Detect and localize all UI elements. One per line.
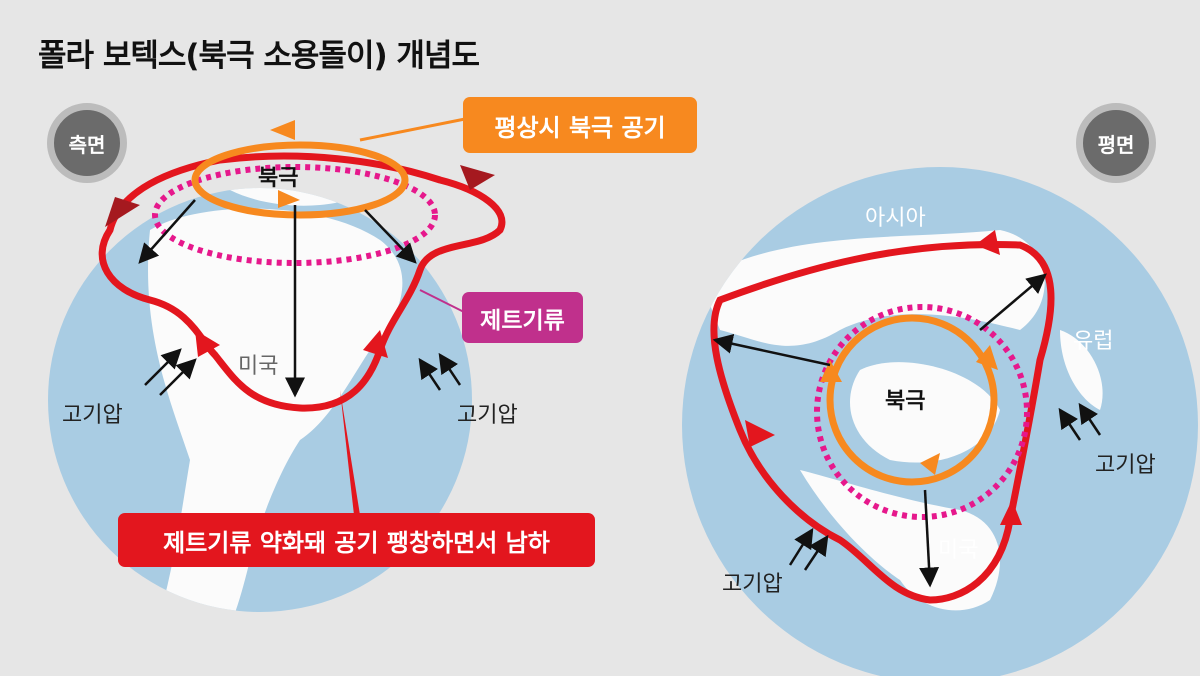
side-high-pressure-right: 고기압 (457, 403, 518, 428)
arctic-air-arrowheads (270, 120, 300, 208)
jet-stream-dotted-ring (152, 164, 438, 266)
jet-stream-top-dotted-ring (814, 304, 1030, 520)
top-europe-label: 유럽 (1073, 329, 1114, 354)
arctic-air-ring (191, 141, 409, 219)
top-view-badge: 평면 (1076, 103, 1156, 183)
top-asia-label: 아시아 (865, 206, 926, 231)
side-high-pressure-left: 고기압 (62, 403, 123, 428)
side-view-badge: 측면 (47, 103, 127, 183)
top-north-pole-label: 북극 (885, 389, 926, 414)
page-title: 폴라 보텍스(북극 소용돌이) 개념도 (38, 38, 480, 74)
side-usa-label: 미국 (238, 354, 279, 379)
arctic-air-top-ring (826, 314, 998, 486)
top-high-pressure-right: 고기압 (1095, 453, 1156, 478)
top-usa-label: 미국 (938, 538, 979, 563)
jet-weakens-callout: 제트기류 약화돼 공기 팽창하면서 남하 (118, 513, 595, 567)
jet-stream-callout: 제트기류 (462, 292, 583, 343)
expansion-arrows-top (712, 273, 1102, 588)
top-high-pressure-bottom: 고기압 (722, 572, 783, 597)
normal-arctic-air-callout: 평상시 북극 공기 (463, 97, 697, 153)
side-north-pole-label: 북극 (258, 166, 299, 191)
expansion-arrows-side (138, 199, 462, 398)
